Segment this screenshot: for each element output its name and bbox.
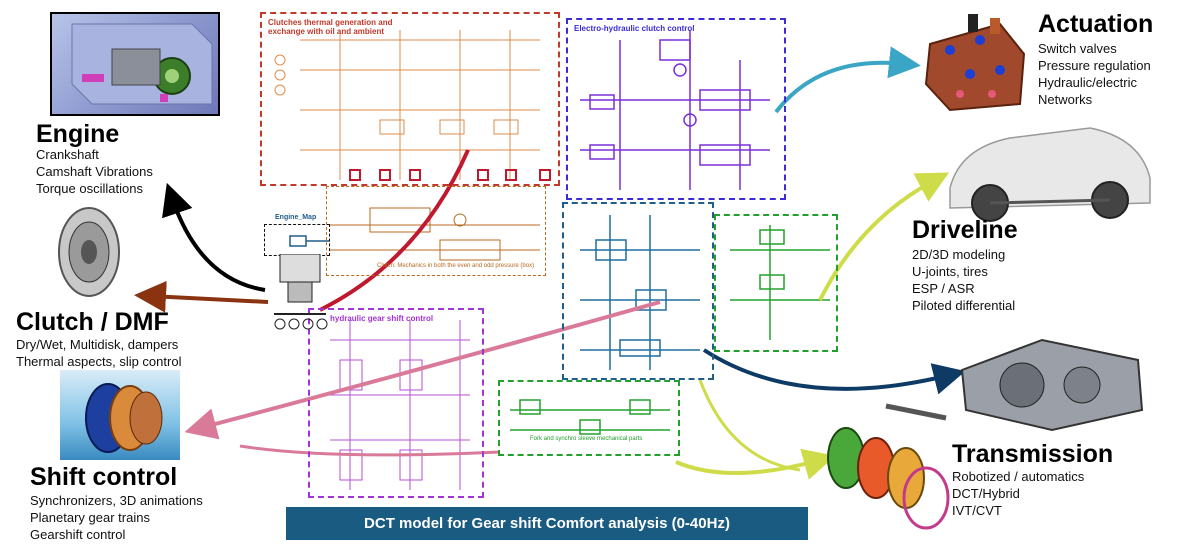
shift-item: Gearshift control [30,527,126,542]
model-caption-text: DCT model for Gear shift Comfort analysi… [364,515,730,532]
fork-synchro-block: Fork and synchro sleeve mechanical parts [498,380,680,456]
arrow-to-engine [162,182,266,292]
hydgear-schematic [330,320,470,490]
arrow-to-gears-a [675,448,836,480]
clutch-item: Thermal aspects, slip control [16,354,182,369]
driveline-item: ESP / ASR [912,281,975,296]
arrow-to-gears-b [698,379,801,472]
engine-pistons-icon [270,254,330,338]
transmission-item: IVT/CVT [952,503,1002,518]
actuation-item: Pressure regulation [1038,58,1151,73]
actuation-item: Networks [1038,92,1093,107]
transmission-description: Robotized / automatics DCT/Hybrid IVT/CV… [952,468,1084,519]
electro-hydraulic-block-title: Electro-hydraulic clutch control [574,24,695,33]
model-caption: DCT model for Gear shift Comfort analysi… [286,507,808,540]
engine-item: Crankshaft [36,147,99,162]
arrow-to-actuation [774,46,921,114]
fork-synchro-label: Fork and synchro sleeve mechanical parts [530,436,643,442]
transmission-heading: Transmission [952,440,1114,468]
thermal-block: Clutches thermal generation and exchange… [260,12,560,186]
actuation-heading: Actuation [1038,10,1154,38]
engine-image [50,12,220,116]
engine-map-block [264,224,330,256]
actuation-description: Switch valves Pressure regulation Hydrau… [1038,40,1151,108]
clutch-heading: Clutch / DMF [16,308,169,336]
driveline-heading: Driveline [912,216,1018,244]
actuation-item: Hydraulic/electric [1038,75,1137,90]
driveline-item: Piloted differential [912,298,1016,313]
thermal-block-title: Clutches thermal generation and exchange… [268,18,393,36]
green-block-top [714,214,838,352]
driveline-description: 2D/3D modeling U-joints, tires ESP / ASR… [912,246,1015,314]
arrow-to-shift-a [184,300,661,440]
ehclutch-schematic [580,30,770,190]
clutch-description: Dry/Wet, Multidisk, dampers Thermal aspe… [16,336,181,370]
clutch-image [54,200,124,304]
engine-description: Crankshaft Camshaft Vibrations Torque os… [36,146,153,197]
shift-description: Synchronizers, 3D animations Planetary g… [30,492,203,543]
thermal-schematic [274,30,540,180]
shift-gear-image [60,370,180,460]
transmission-image [952,330,1148,434]
arrow-to-shift-b [239,444,501,457]
thermal-red-elements [349,169,551,181]
gear-train-image [806,398,956,544]
clutch-item: Dry/Wet, Multidisk, dampers [16,337,179,352]
engine-heading: Engine [36,120,120,148]
actuation-item: Switch valves [1038,41,1117,56]
shift-item: Synchronizers, 3D animations [30,493,203,508]
driveline-item: 2D/3D modeling [912,247,1006,262]
gearbox-schematic [580,215,700,370]
driveline-car-image [940,108,1160,228]
engine-item: Camshaft Vibrations [36,164,153,179]
actuation-image [920,14,1032,112]
arrow-to-clutch [134,280,269,313]
engine-item: Torque oscillations [36,181,143,196]
driveline-item: U-joints, tires [912,264,988,279]
arrow-to-driveline [818,172,950,301]
transmission-item: DCT/Hybrid [952,486,1020,501]
shift-item: Planetary gear trains [30,510,150,525]
green-schematic [510,225,830,435]
transmission-item: Robotized / automatics [952,469,1085,484]
gearbox-block [562,202,714,380]
shift-heading: Shift control [30,463,178,491]
arrow-to-transmission [702,348,966,395]
thermal-red-line [319,149,470,312]
engine-map-label: Engine_Map [275,214,317,221]
hydraulic-gear-shift-block: hydraulic gear shift control [308,308,484,498]
electro-hydraulic-block: Electro-hydraulic clutch control [566,18,786,200]
hydraulic-gear-shift-block-title: hydraulic gear shift control [330,314,434,323]
clutch-mechanics-label: Clutch: Mechanics in both the even and o… [377,263,535,269]
clutch-mechanics-block: Clutch: Mechanics in both the even and o… [326,186,546,276]
